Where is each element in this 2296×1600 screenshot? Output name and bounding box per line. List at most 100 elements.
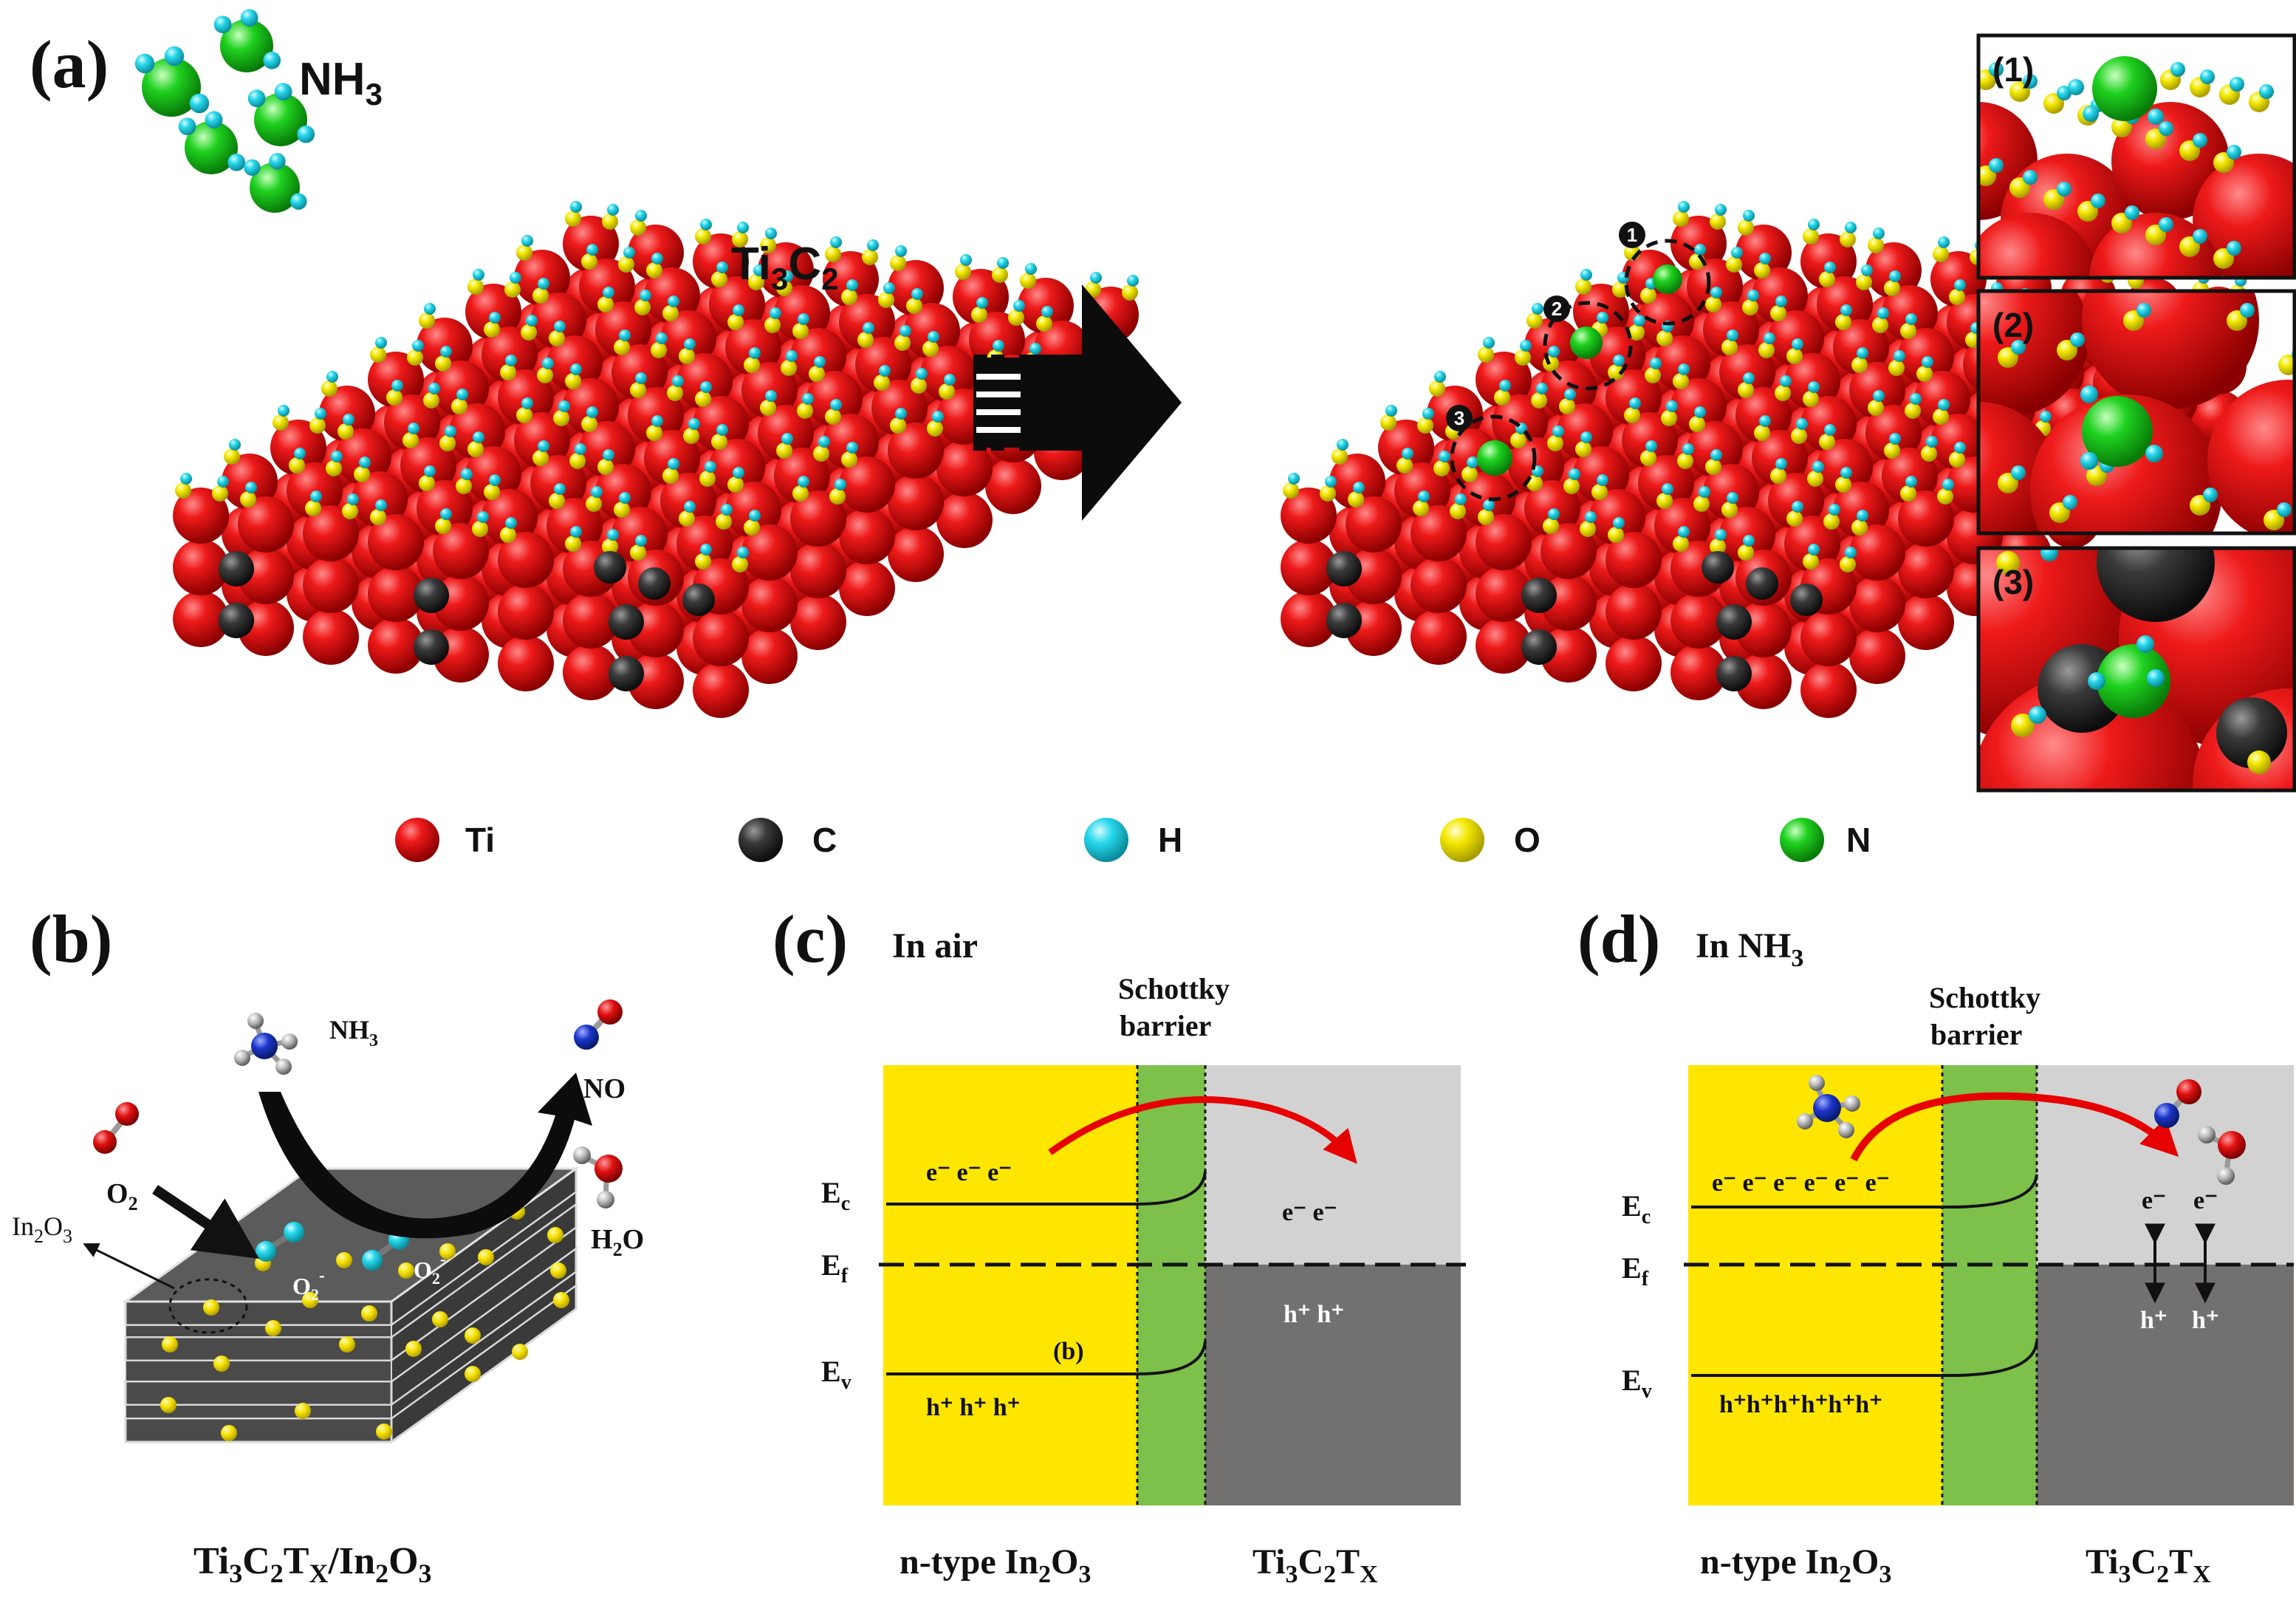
oxygen-atom <box>727 314 744 330</box>
oxygen-atom <box>614 339 630 355</box>
hydrogen-atom <box>1812 461 1824 473</box>
oxygen-atom <box>484 484 500 500</box>
ti-atom <box>1573 446 1629 502</box>
o2-adsorbed-left <box>256 1222 304 1262</box>
oxygen-atom <box>874 375 890 391</box>
hydrogen-atom <box>189 93 210 114</box>
oxygen-atom <box>776 280 792 296</box>
hydrogen-atom <box>623 247 635 259</box>
oxygen-atom <box>1770 468 1786 484</box>
ti-atom <box>579 421 635 477</box>
oxygen-atom <box>927 420 943 437</box>
oxygen-atom <box>1921 445 1937 462</box>
nitrogen-atom <box>2097 644 2170 718</box>
legend-item-c: C <box>739 818 837 862</box>
ti-atom <box>433 523 489 579</box>
hydrogen-atom <box>635 535 647 547</box>
in2o3-particle <box>376 1423 392 1440</box>
ti-atom <box>1784 516 1840 572</box>
ti-atom <box>774 448 830 504</box>
hydrogen-atom <box>1938 236 1950 248</box>
site-marker-3: 3 <box>1446 405 1537 502</box>
oxygen-atom <box>602 213 618 230</box>
ti-atom <box>1411 505 1467 561</box>
oxygen-atom <box>857 332 874 348</box>
hydrogen-atom <box>290 193 307 210</box>
hydrogen-atom <box>1682 443 1694 455</box>
oxygen-atom <box>439 435 456 451</box>
hydrogen-atom <box>134 53 155 74</box>
oxygen-atom <box>419 312 435 329</box>
hydrogen-atom <box>2068 79 2084 95</box>
hydrogen-atom <box>505 355 517 366</box>
ti-atom <box>595 301 651 358</box>
hydrogen-atom <box>477 511 489 523</box>
hydrogen-atom <box>521 397 533 409</box>
hydrogen-atom <box>1548 508 1560 520</box>
ti-atom <box>1459 471 1515 527</box>
carbon-atom <box>1702 551 1734 584</box>
hydrogen-atom <box>1402 448 1413 459</box>
hydrogen-atom <box>895 408 907 420</box>
oxygen-atom <box>537 367 553 383</box>
h2o-label: H2O <box>591 1224 644 1260</box>
ti-atom <box>482 489 538 545</box>
carbon-atom <box>609 604 644 640</box>
oxygen-atom <box>809 366 825 382</box>
hydrogen-atom <box>749 347 761 359</box>
hydrogen-atom <box>1025 263 1037 275</box>
carbon-atom <box>2097 548 2215 622</box>
oxygen-atom <box>911 377 927 394</box>
oxygen-atom <box>1758 342 1775 358</box>
ti-atom <box>1622 412 1678 468</box>
oxygen-atom <box>1738 219 1754 236</box>
oxygen-atom <box>922 341 939 357</box>
oxygen-atom <box>2278 355 2295 375</box>
oxygen-atom <box>326 460 342 476</box>
panel-label-b: (b) <box>30 901 112 977</box>
ti-atom <box>465 446 521 502</box>
hydrogen-atom <box>2203 488 2218 502</box>
hydrogen-atom <box>1666 400 1678 412</box>
svg-text:1: 1 <box>1627 224 1637 246</box>
in2o3-particle <box>302 1292 318 1308</box>
ti-atom <box>1817 439 1873 495</box>
ti3c2tx-caption-c: Ti3C2TX <box>1252 1542 1378 1588</box>
in2o3-particle <box>439 1243 456 1259</box>
ti-atom <box>1378 420 1434 476</box>
ti-atom <box>823 251 879 307</box>
hydrogen-atom <box>1439 451 1450 462</box>
oxygen-atom <box>662 468 679 484</box>
hydrogen-atom <box>1775 295 1787 307</box>
oxygen-atom <box>1738 544 1754 561</box>
hydrogen-atom <box>688 418 700 430</box>
ti-atom <box>546 498 603 554</box>
hydrogen-atom <box>997 257 1009 269</box>
oxygen-atom <box>634 299 651 315</box>
hydrogen-atom <box>1926 436 1938 448</box>
ti-atom <box>1752 430 1808 486</box>
hydrogen-atom <box>705 461 716 473</box>
hydrogen-atom <box>2125 205 2139 220</box>
nitrogen-atom <box>2092 56 2157 121</box>
hydrogen-atom <box>603 287 614 298</box>
ti-atom <box>1849 628 1905 684</box>
legend-item-o: O <box>1440 818 1541 862</box>
hydrogen-atom <box>205 111 223 129</box>
oxygen-atom <box>1608 364 1624 380</box>
oxygen-atom <box>1580 521 1596 537</box>
oxygen-atom <box>1380 414 1397 431</box>
hydrogen-atom <box>164 46 185 66</box>
oxygen-atom <box>813 445 829 462</box>
hydrogen-atom <box>1877 307 1889 319</box>
oxygen-atom <box>1803 228 1819 245</box>
oxygen-atom <box>1900 485 1916 502</box>
ti-atom <box>839 508 895 564</box>
oxygen-atom <box>614 502 630 518</box>
hydrogen-atom <box>1564 389 1576 400</box>
ti-atom <box>1476 566 1532 622</box>
oxygen-atom <box>841 451 857 468</box>
o2-label: O2 <box>106 1178 138 1214</box>
ti-atom <box>1670 644 1727 700</box>
ef-label-c: Ef <box>821 1248 849 1288</box>
